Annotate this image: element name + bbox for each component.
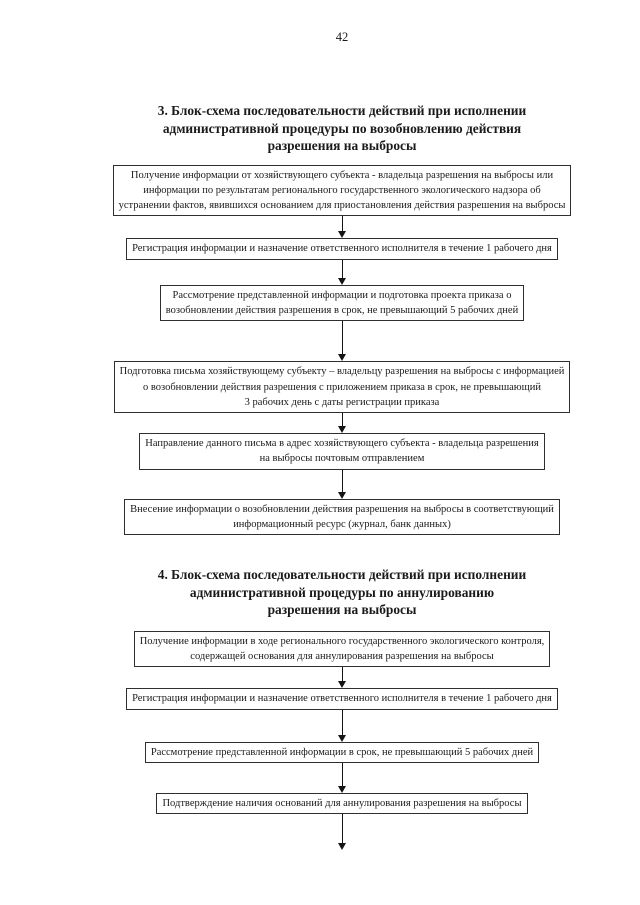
flow-step-box: Подтверждение наличия оснований для анну…: [156, 793, 528, 815]
flow-step-box: Рассмотрение представленной информации и…: [159, 284, 525, 322]
flow-arrow-down-icon: [338, 321, 347, 362]
flow-step-box: Подготовка письма хозяйствующему субъект…: [113, 361, 571, 414]
section-4-heading: 4. Блок-схема последовательности действи…: [157, 567, 527, 618]
flow-step-box: Направление данного письма в адрес хозяй…: [139, 433, 545, 470]
flow-arrow-down-icon: [338, 216, 347, 239]
flow-step-box: Получение информации в ходе региональног…: [133, 630, 551, 668]
flow-arrow-down-icon: [338, 413, 347, 434]
flow-arrow-down-icon: [338, 763, 347, 794]
flow-step-box: Получение информации от хозяйствующего с…: [112, 164, 572, 217]
flow-step-box: Регистрация информации и назначение отве…: [126, 688, 558, 710]
page-content: 42 3. Блок-схема последовательности дейс…: [44, 0, 640, 851]
flow-step-box: Внесение информации о возобновлении дейс…: [124, 498, 560, 536]
flow-arrow-down-icon: [338, 814, 347, 851]
flowchart-resume: Получение информации от хозяйствующего с…: [44, 164, 640, 536]
flow-arrow-down-icon: [338, 709, 347, 742]
flowchart-annul: Получение информации в ходе региональног…: [44, 630, 640, 851]
flow-arrow-down-icon: [338, 667, 347, 689]
section-3-heading: 3. Блок-схема последовательности действи…: [157, 103, 527, 153]
flow-arrow-down-icon: [338, 259, 347, 285]
flow-step-box: Регистрация информации и назначение отве…: [126, 238, 558, 260]
flow-arrow-down-icon: [338, 469, 347, 499]
flow-step-box: Рассмотрение представленной информации в…: [144, 741, 540, 764]
page-number: 42: [335, 30, 349, 44]
